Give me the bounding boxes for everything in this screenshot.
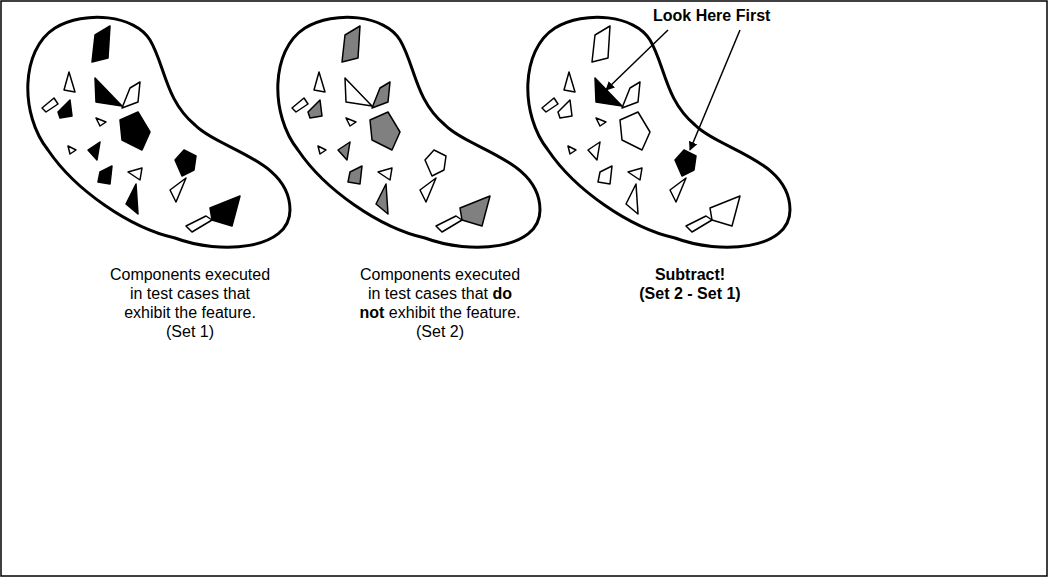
component <box>675 150 696 176</box>
component <box>338 142 350 160</box>
component <box>596 118 606 126</box>
component <box>622 82 640 108</box>
component <box>98 166 112 184</box>
caption-text: (Set 2) <box>350 322 530 341</box>
region-border <box>28 17 290 247</box>
caption-text: (Set 2 - Set 1) <box>600 284 780 303</box>
caption: Components executed in test cases that d… <box>350 265 530 341</box>
component <box>126 184 138 214</box>
component <box>425 150 446 176</box>
component <box>318 146 326 154</box>
component <box>170 178 186 202</box>
component <box>122 82 140 108</box>
component <box>92 26 110 62</box>
component <box>42 98 58 112</box>
component <box>598 166 612 184</box>
execution-region: Subtract!(Set 2 - Set 1) <box>520 10 800 350</box>
component <box>568 146 576 154</box>
component <box>460 196 490 226</box>
component <box>345 78 372 106</box>
component <box>370 112 400 150</box>
component <box>120 112 150 150</box>
leader-arrow <box>690 30 740 150</box>
component <box>686 216 712 232</box>
component-set <box>292 26 490 232</box>
component <box>588 142 600 160</box>
caption-text: Components executed in test cases that e… <box>100 265 280 322</box>
caption: Components executed in test cases that e… <box>100 265 280 341</box>
component <box>128 168 142 180</box>
component <box>186 216 212 232</box>
caption-text: Subtract! <box>600 265 780 284</box>
caption-text: (Set 1) <box>100 322 280 341</box>
component <box>58 100 72 118</box>
component <box>292 98 308 112</box>
component <box>620 112 650 150</box>
component <box>314 72 325 92</box>
component <box>376 184 388 214</box>
component <box>308 100 322 118</box>
execution-region: Components executed in test cases that e… <box>20 10 300 350</box>
component-set <box>42 26 240 232</box>
caption-text: Components executed in test cases that d… <box>350 265 530 322</box>
component <box>378 168 392 180</box>
component <box>436 216 462 232</box>
callout-label: Look Here First <box>650 6 773 25</box>
component <box>96 118 106 126</box>
caption: Subtract!(Set 2 - Set 1) <box>600 265 780 303</box>
component <box>710 196 740 226</box>
component <box>592 26 610 62</box>
component <box>348 166 362 184</box>
component <box>95 78 122 106</box>
region-border <box>278 17 540 247</box>
component-set <box>542 26 740 232</box>
component <box>670 178 686 202</box>
component <box>68 146 76 154</box>
component <box>372 82 390 108</box>
component <box>346 118 356 126</box>
component <box>420 178 436 202</box>
component <box>64 72 75 92</box>
component <box>595 78 622 106</box>
component <box>558 100 572 118</box>
component <box>628 168 642 180</box>
region-border <box>528 17 790 247</box>
component <box>626 184 638 214</box>
component <box>564 72 575 92</box>
component <box>542 98 558 112</box>
component <box>210 196 240 226</box>
component <box>88 142 100 160</box>
component <box>175 150 196 176</box>
execution-region: Components executed in test cases that d… <box>270 10 550 350</box>
component <box>342 26 360 62</box>
